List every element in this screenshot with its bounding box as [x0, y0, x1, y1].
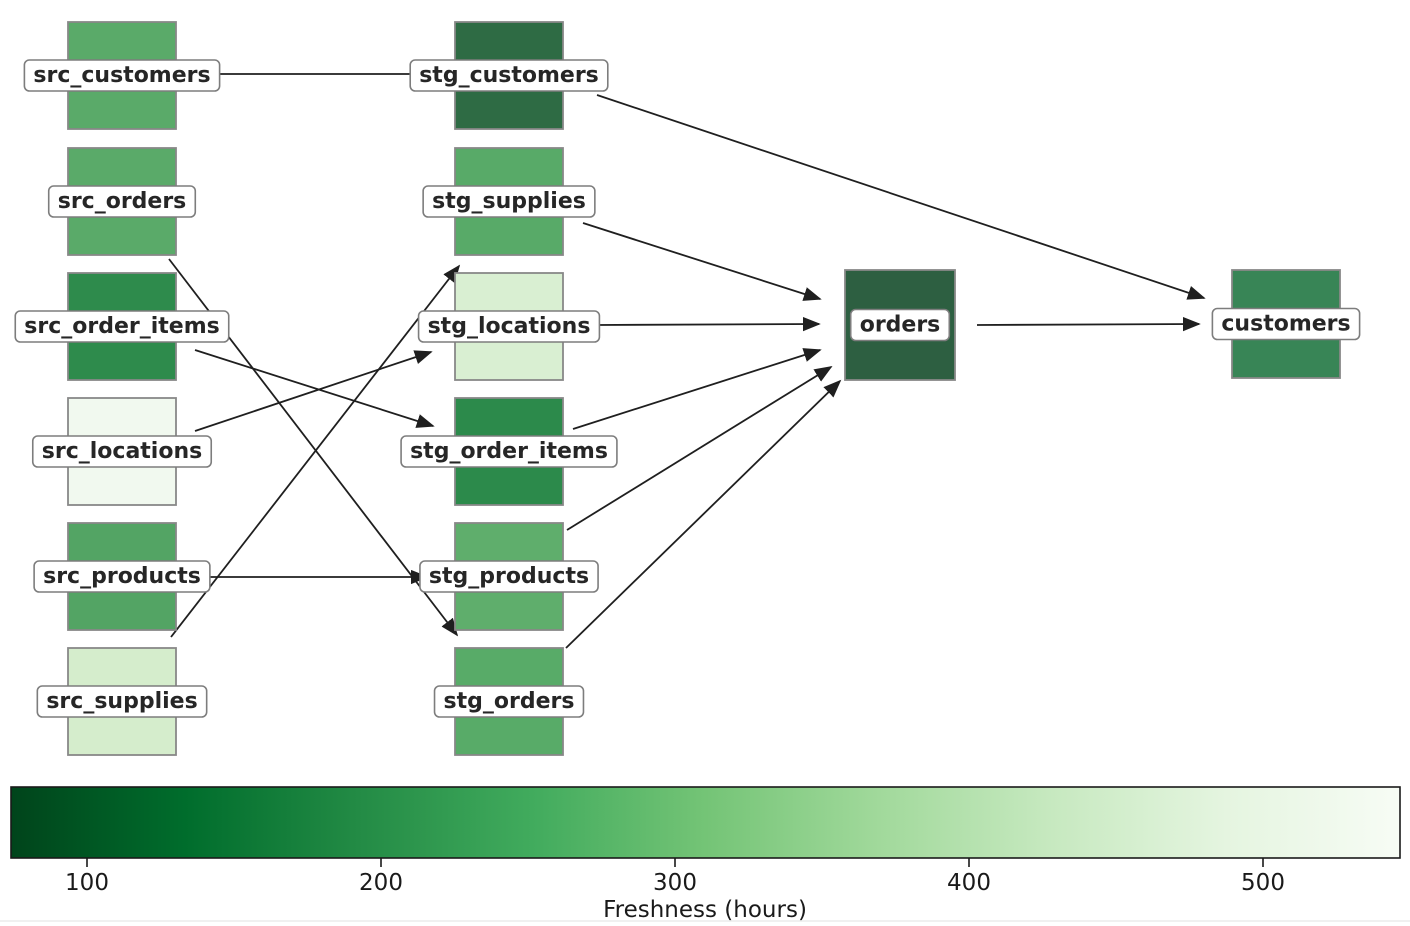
- node-label-text-src_order_items: src_order_items: [24, 314, 219, 339]
- node-label-text-src_products: src_products: [43, 564, 201, 589]
- colorbar-tick-label: 300: [653, 870, 697, 896]
- node-label-box-src_customers: [23, 59, 221, 92]
- node-label-text-src_orders: src_orders: [58, 189, 187, 214]
- node-label-src_products: src_products: [33, 560, 211, 593]
- colorbar-tick-label: 200: [359, 870, 403, 896]
- node-label-box-stg_products: [419, 560, 599, 593]
- node-label-src_supplies: src_supplies: [36, 685, 208, 718]
- node-label-text-stg_orders: stg_orders: [444, 689, 575, 714]
- node-label-stg_customers: stg_customers: [409, 59, 609, 92]
- colorbar-axis-label: Freshness (hours): [603, 897, 807, 923]
- node-label-box-stg_customers: [409, 59, 609, 92]
- node-label-box-src_order_items: [14, 310, 230, 343]
- node-label-box-stg_supplies: [422, 185, 596, 218]
- node-label-text-src_customers: src_customers: [33, 63, 210, 88]
- edge-stg_supplies-to-orders: [582, 222, 822, 301]
- colorbar-tick-label: 400: [947, 870, 991, 896]
- node-label-stg_orders: stg_orders: [433, 685, 585, 718]
- node-label-text-stg_supplies: stg_supplies: [432, 189, 586, 214]
- node-label-box-stg_order_items: [400, 435, 618, 468]
- node-label-box-src_supplies: [36, 685, 208, 718]
- node-label-box-orders: [849, 308, 951, 342]
- edge-stg_order_items-to-orders: [572, 348, 822, 430]
- edge-src_order_items-to-stg_order_items: [194, 349, 435, 428]
- node-label-orders: orders: [849, 308, 951, 342]
- edge-stg_locations-to-orders: [596, 316, 821, 332]
- node-label-text-stg_locations: stg_locations: [428, 314, 591, 339]
- node-label-text-orders: orders: [860, 313, 941, 338]
- edge-src_locations-to-stg_locations: [194, 350, 433, 432]
- node-label-src_orders: src_orders: [47, 185, 197, 218]
- node-label-box-src_products: [33, 560, 211, 593]
- edge-stg_orders-to-orders: [565, 379, 842, 649]
- node-label-text-src_locations: src_locations: [42, 439, 202, 464]
- node-label-customers: customers: [1211, 307, 1361, 341]
- node-label-stg_locations: stg_locations: [417, 310, 601, 343]
- node-label-stg_order_items: stg_order_items: [400, 435, 618, 468]
- labels-layer: src_customers src_orders src_order_itemssr…: [14, 59, 1361, 718]
- node-label-src_customers: src_customers: [23, 59, 221, 92]
- node-label-box-src_orders: [47, 185, 197, 218]
- node-label-text-stg_customers: stg_customers: [419, 63, 599, 88]
- edges-layer: [168, 73, 1206, 649]
- nodes-layer: [67, 21, 1341, 756]
- node-label-box-src_locations: [31, 435, 213, 468]
- edge-orders-to-customers: [976, 316, 1201, 332]
- node-label-text-customers: customers: [1221, 312, 1350, 337]
- node-label-text-stg_products: stg_products: [429, 564, 589, 589]
- colorbar-gradient-bar: [10, 786, 1401, 859]
- node-label-box-customers: [1211, 307, 1361, 341]
- node-label-text-src_supplies: src_supplies: [46, 689, 197, 714]
- colorbar: 100 200 300 400 500 Freshness (hours): [0, 786, 1410, 923]
- edge-src_supplies-to-stg_supplies: [170, 264, 461, 638]
- node-label-box-stg_locations: [417, 310, 601, 343]
- node-label-text-stg_order_items: stg_order_items: [410, 439, 608, 464]
- node-label-box-stg_orders: [433, 685, 585, 718]
- node-label-src_locations: src_locations: [31, 435, 213, 468]
- node-label-src_order_items: src_order_items: [14, 310, 230, 343]
- colorbar-tick-label: 500: [1241, 870, 1285, 896]
- colorbar-tick-label: 100: [65, 870, 109, 896]
- node-label-stg_supplies: stg_supplies: [422, 185, 596, 218]
- node-label-stg_products: stg_products: [419, 560, 599, 593]
- colorbar-ticks: 100 200 300 400 500: [65, 858, 1285, 896]
- edge-stg_products-to-orders: [566, 366, 833, 531]
- edge-stg_customers-to-customers: [596, 94, 1206, 300]
